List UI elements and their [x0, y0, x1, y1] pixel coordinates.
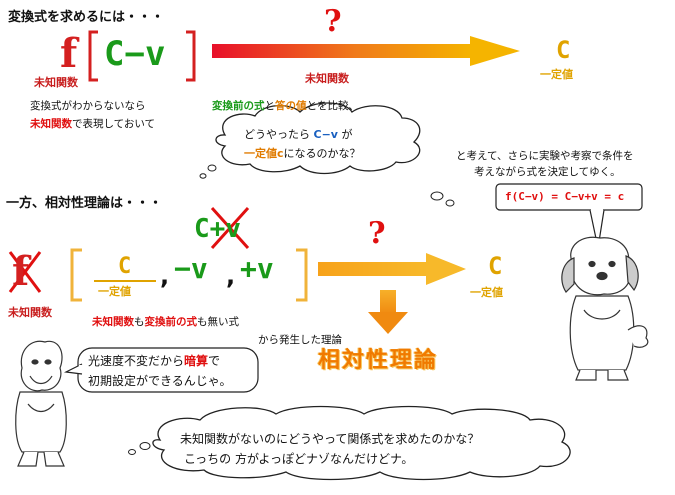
speech-line1-anzan: 暗算 — [184, 354, 209, 368]
speech-line1-c: で — [208, 354, 221, 368]
crossed-expr: C+v — [194, 214, 241, 244]
dog-illustration — [561, 236, 649, 381]
top-expr: C−v — [104, 34, 166, 74]
top-note-line2: 未知関数で表現しておいて — [30, 116, 155, 131]
dog-formula-lhs: f(C−v) = — [505, 190, 565, 203]
compare-rest: とを比較、 — [306, 100, 360, 112]
note-unknown: 未知関数 — [92, 316, 134, 328]
dog-formula: f(C−v) = C−v+v = c — [505, 190, 624, 203]
top-cloud-shape — [199, 102, 421, 179]
consider-line2: 考えながら式を決定してゆく。 — [474, 166, 621, 178]
cloud-line2-const: 一定値c — [244, 147, 284, 160]
cloud-line1-c: が — [337, 128, 353, 141]
top-arrow — [212, 36, 520, 66]
dog-formula-rhs: c — [617, 190, 625, 203]
top-unknown-label: 未知関数 — [34, 76, 78, 89]
top-cloud-line1: どうやったら C−v が — [244, 126, 352, 142]
top-bracket — [88, 30, 196, 82]
dog-speech-bubble-shape — [495, 183, 643, 249]
speech-line2: 初期設定ができるんじゃ。 — [88, 374, 232, 388]
note-before-formula: 変換前の式 — [144, 316, 198, 328]
old-man-illustration — [15, 340, 67, 467]
speech-line1-a: 光速度不変だから — [88, 354, 185, 368]
compare-and: と — [264, 100, 276, 112]
theory-title: 相対性理論 — [318, 348, 439, 373]
old-man-speech-bubble-shape — [63, 347, 259, 393]
note-rest: も無い式 — [197, 316, 239, 328]
bottom-cloud-shape — [128, 405, 571, 481]
top-note-line1: 変換式がわからないなら — [30, 100, 146, 112]
comma-1: , — [160, 262, 170, 290]
cloud-line1-expr: C−v — [313, 128, 338, 141]
fraction-line — [94, 280, 156, 282]
cloud-line1-a: どうやったら — [244, 128, 314, 141]
bottom-question-mark: ? — [368, 216, 386, 251]
top-heading: 変換式を求めるには・・・ — [8, 10, 165, 25]
bottom-f-letter: f — [12, 248, 30, 295]
top-note-rest: で表現しておいて — [72, 118, 156, 130]
bottom-constant-label: 一定値 — [470, 286, 503, 299]
bottom-unknown-label: 未知関数 — [8, 306, 52, 319]
top-compare-text: 変換前の式と答の値とを比較、 — [212, 98, 359, 113]
compare-before-formula: 変換前の式 — [212, 100, 265, 112]
comma-2: , — [226, 262, 236, 290]
down-arrow — [368, 290, 408, 334]
bottom-cloud-line2: こっちの 方がよっぽどナゾなんだけどナ。 — [184, 452, 414, 466]
bottom-cloud-line1: 未知関数がないのにどうやって関係式を求めたのかな？ — [180, 432, 480, 446]
bottom-constant: C — [488, 252, 503, 280]
cross-mark-expr — [210, 206, 250, 250]
top-arrow-label: 未知関数 — [305, 72, 349, 85]
bottom-note-line2: から発生した理論 — [258, 334, 342, 346]
bottom-note-line1: 未知関数も変換前の式も無い式 — [92, 314, 239, 329]
note-mo: も — [134, 316, 145, 328]
bottom-heading: 一方、相対性理論は・・・ — [6, 196, 163, 211]
bottom-frac-c: C — [118, 254, 132, 279]
cross-mark-f — [8, 251, 42, 293]
cloud-line2-rest: になるのかな？ — [283, 147, 361, 160]
bottom-bracket — [70, 248, 308, 302]
consider-line1: と考えて、さらに実験や考察で条件を — [456, 150, 634, 162]
dog-formula-mid: C−v+v — [564, 190, 598, 203]
top-cloud-line2: 一定値cになるのかな？ — [244, 145, 361, 161]
top-f-letter: f — [60, 30, 78, 77]
dog-formula-eq: = — [597, 190, 618, 203]
term-minus-v: −v — [174, 252, 208, 285]
top-note-unknown: 未知関数 — [30, 118, 72, 130]
term-plus-v: +v — [240, 252, 274, 285]
dog-thought-dots — [430, 191, 455, 207]
bottom-arrow — [318, 253, 466, 285]
bottom-frac-label: 一定値 — [98, 285, 131, 298]
top-constant-label: 一定値 — [540, 68, 573, 81]
top-question-mark: ? — [324, 4, 342, 39]
compare-answer-value: 答の値 — [275, 100, 307, 112]
speech-line1: 光速度不変だから暗算で — [88, 352, 220, 369]
top-constant: C — [556, 36, 571, 64]
